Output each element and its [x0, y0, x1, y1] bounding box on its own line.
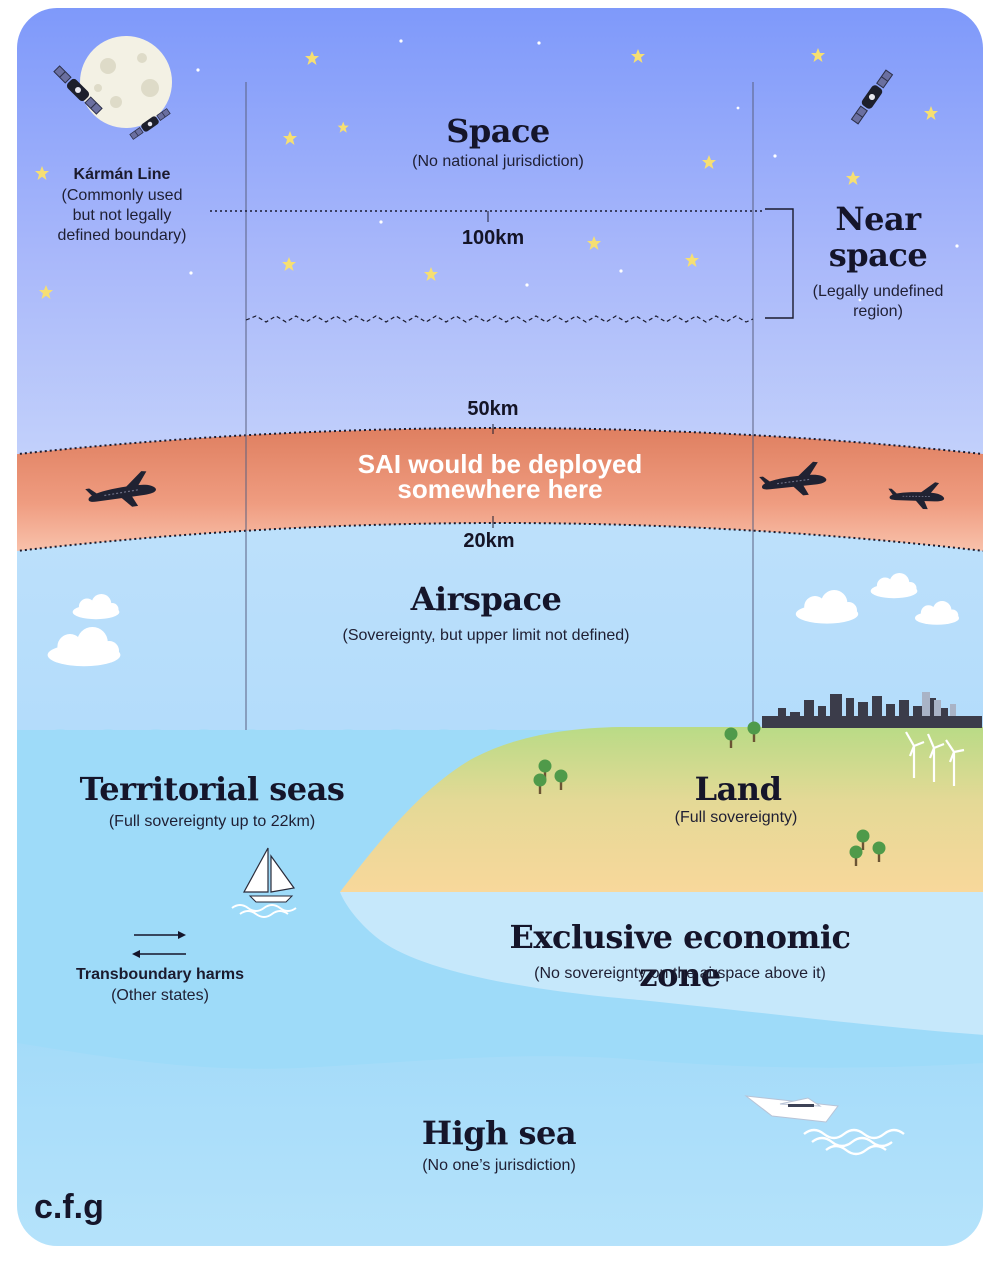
airspace-title: Airspace [336, 580, 636, 618]
altitude-20km: 20km [414, 530, 564, 553]
space-title: Space [398, 112, 598, 150]
altitude-100km: 100km [418, 227, 568, 250]
transboundary-title: Transboundary harms [50, 966, 270, 984]
airspace-subtitle: (Sovereignty, but upper limit not define… [286, 626, 686, 646]
eez-subtitle: (No sovereignty on the airspace above it… [480, 964, 880, 984]
karman-line1: (Commonly used [32, 186, 212, 206]
high-sea-title: High sea [379, 1114, 619, 1152]
space-subtitle: (No national jurisdiction) [348, 152, 648, 172]
territorial-seas-title: Territorial seas [72, 770, 352, 808]
karman-line3: defined boundary) [32, 226, 212, 246]
cfg-logo: c.f.g [34, 1188, 124, 1227]
near-space-title-line1: Near [798, 200, 958, 238]
land-title: Land [638, 770, 838, 808]
karman-line2: but not legally [32, 206, 212, 226]
sai-label-line2: somewhere here [300, 476, 700, 502]
near-space-subtitle-line2: region) [790, 302, 966, 322]
transboundary-subtitle: (Other states) [50, 986, 270, 1006]
altitude-50km: 50km [418, 398, 568, 421]
near-space-subtitle-line1: (Legally undefined [790, 282, 966, 302]
high-sea-subtitle: (No one’s jurisdiction) [349, 1156, 649, 1176]
karman-title: Kármán Line [32, 166, 212, 184]
near-space-title-line2: space [798, 236, 958, 274]
land-subtitle: (Full sovereignty) [636, 808, 836, 828]
territorial-seas-subtitle: (Full sovereignty up to 22km) [62, 812, 362, 832]
